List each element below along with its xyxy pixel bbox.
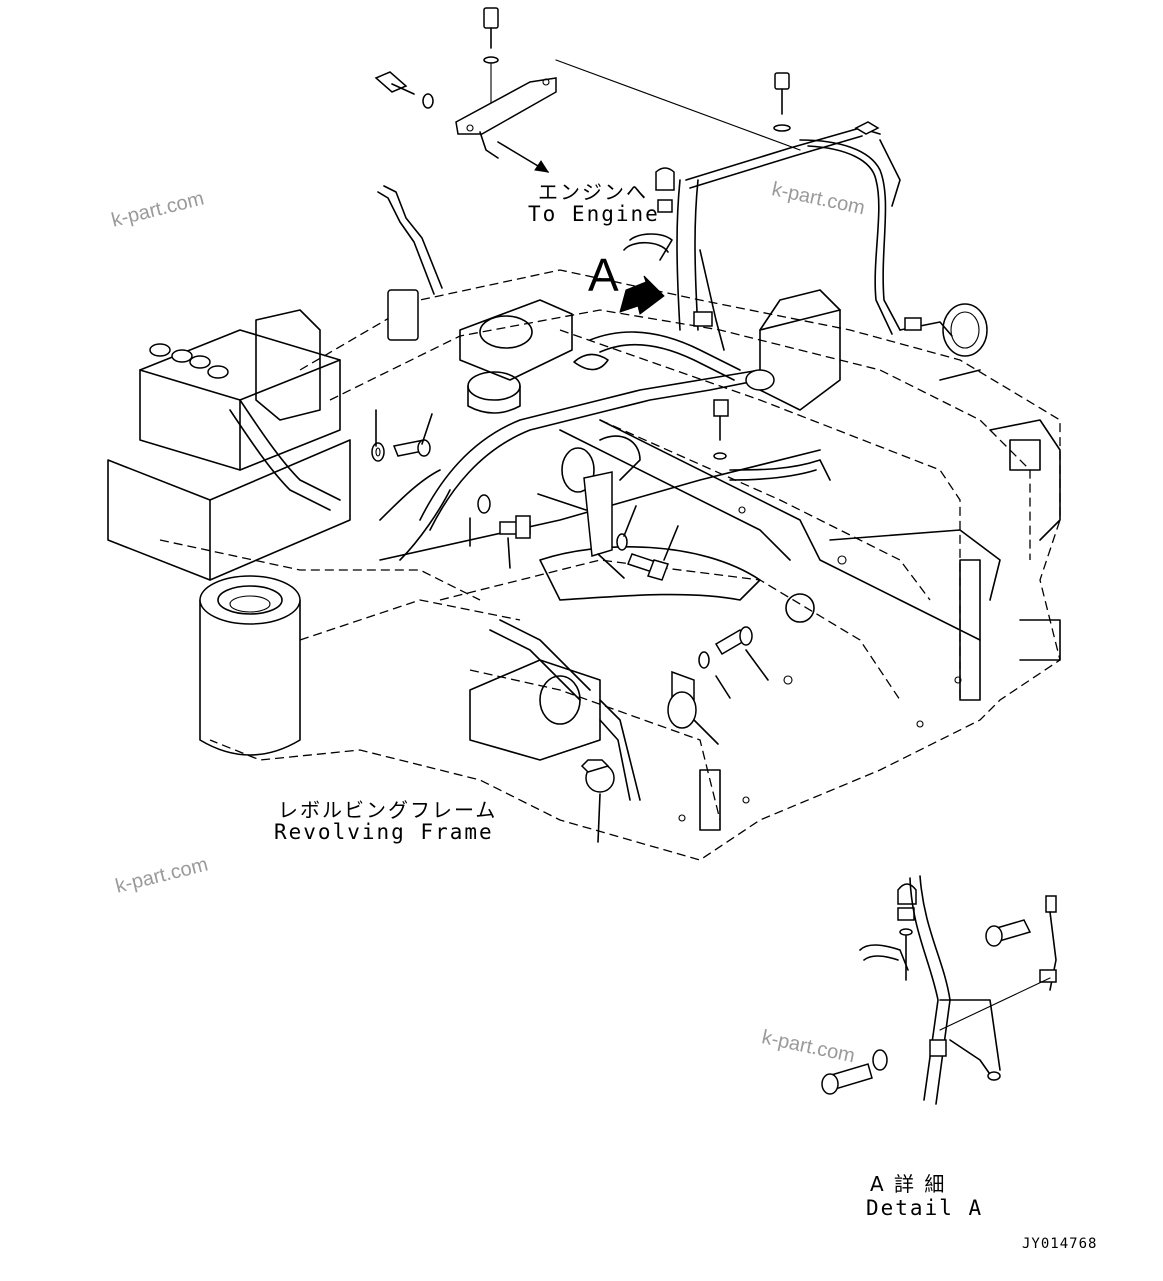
swing-cylinder: [199, 575, 301, 756]
revolving-frame-label-en: Revolving Frame: [274, 820, 494, 844]
engine-mount: [377, 185, 841, 414]
top-bracket-assembly: [374, 7, 801, 173]
leader-lines: [375, 409, 769, 843]
to-engine-label-en: To Engine: [528, 202, 660, 226]
revolving-frame-label-jp: レボルビングフレーム: [278, 798, 498, 822]
horn-assembly: [469, 659, 697, 801]
detail-a-label-en: Detail A: [866, 1196, 984, 1220]
drawing-code: JY014768: [1022, 1236, 1098, 1252]
right-harness: [685, 72, 988, 381]
detail-a-drawing: [821, 875, 1057, 1105]
fasteners: [371, 399, 753, 669]
to-engine-label-jp: エンジンへ: [538, 180, 648, 204]
view-a-marker: A: [588, 249, 619, 301]
arrow-icon: [619, 275, 665, 315]
main-harness: [379, 331, 831, 801]
battery-area: [107, 309, 351, 581]
detail-a-label-jp: A 詳 細: [870, 1172, 947, 1196]
vertical-pipe: [623, 167, 725, 351]
